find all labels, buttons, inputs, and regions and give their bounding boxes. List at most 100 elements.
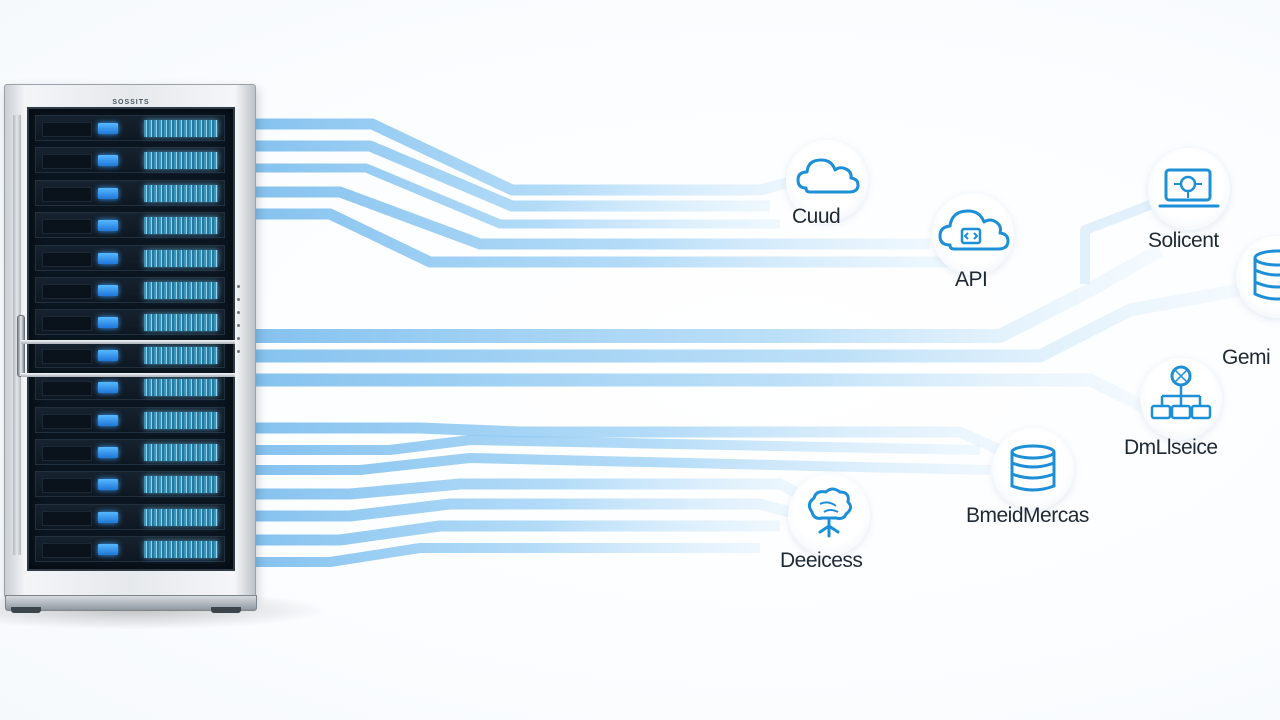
server-unit bbox=[35, 115, 225, 141]
node-label-cloud: Cuud bbox=[792, 205, 841, 228]
flow-line-mid-3 bbox=[255, 373, 1153, 416]
flow-line-api-1 bbox=[255, 186, 930, 250]
server-unit bbox=[35, 471, 225, 498]
status-led bbox=[98, 252, 118, 264]
server-unit bbox=[35, 309, 225, 336]
flow-line-cloud-1 bbox=[255, 118, 807, 196]
status-led bbox=[98, 414, 118, 426]
drive-slot bbox=[42, 413, 92, 429]
flow-line-low-4 bbox=[255, 453, 991, 475]
drive-slot bbox=[42, 543, 92, 559]
drive-slot bbox=[42, 154, 92, 170]
rack-door-handle bbox=[17, 315, 25, 377]
server-unit bbox=[35, 536, 225, 563]
node-gemi bbox=[1236, 236, 1280, 318]
server-unit bbox=[35, 406, 225, 433]
drive-bays bbox=[144, 120, 218, 137]
status-led bbox=[98, 317, 118, 329]
drive-bays bbox=[144, 346, 218, 364]
node-label-solicent: Solicent bbox=[1148, 229, 1219, 252]
rack-label: SOSSITS bbox=[112, 99, 150, 106]
rack-cabinet bbox=[27, 107, 235, 571]
status-led bbox=[98, 479, 118, 491]
database-icon bbox=[1253, 249, 1280, 301]
drive-bays bbox=[144, 379, 218, 397]
drive-slot bbox=[42, 251, 92, 267]
node-label-dmllseice: DmLlseice bbox=[1124, 436, 1218, 459]
flow-line-low-3 bbox=[255, 435, 981, 455]
drive-slot bbox=[42, 219, 92, 235]
node-cloud bbox=[786, 140, 868, 222]
status-led bbox=[98, 544, 118, 556]
rack-crossbar bbox=[21, 373, 235, 377]
server-unit bbox=[35, 147, 225, 174]
server-unit bbox=[35, 439, 225, 465]
server-unit bbox=[35, 503, 225, 530]
status-led bbox=[98, 155, 118, 167]
node-api bbox=[932, 193, 1014, 275]
node-dmllseice bbox=[1140, 358, 1222, 440]
server-unit bbox=[35, 179, 225, 206]
status-led bbox=[98, 447, 118, 458]
drive-bays bbox=[144, 508, 218, 526]
drive-bays bbox=[144, 541, 218, 559]
laptop-network-icon bbox=[1158, 168, 1220, 208]
status-led bbox=[98, 187, 118, 199]
drive-slot bbox=[42, 316, 92, 332]
rack-vent-dots bbox=[237, 285, 241, 375]
drive-bays bbox=[144, 282, 218, 299]
node-label-api: API bbox=[955, 268, 988, 291]
drive-bays bbox=[144, 184, 218, 202]
drive-slot bbox=[42, 381, 92, 397]
node-bmeidmercas bbox=[992, 428, 1074, 510]
status-led bbox=[98, 382, 118, 394]
rack-foot bbox=[11, 607, 41, 613]
flow-line-mid-1 bbox=[255, 243, 1164, 343]
cloud-code-icon bbox=[938, 209, 1010, 251]
flow-line-low-7 bbox=[255, 520, 780, 546]
drive-slot bbox=[42, 510, 92, 526]
rack-foot bbox=[211, 607, 241, 613]
drive-bays bbox=[144, 476, 218, 494]
flow-line-cloud-3 bbox=[255, 163, 780, 229]
node-label-gemi: Gemi bbox=[1222, 346, 1271, 369]
drive-slot bbox=[42, 446, 92, 461]
rack-base bbox=[5, 595, 257, 611]
flow-line-low-6 bbox=[255, 498, 802, 522]
brain-tree-icon bbox=[807, 487, 853, 538]
node-label-deeicess: Deeicess bbox=[780, 549, 863, 572]
status-led bbox=[98, 220, 118, 232]
node-solicent bbox=[1148, 148, 1230, 230]
drive-bays bbox=[144, 314, 218, 332]
database-icon bbox=[1010, 444, 1056, 492]
drive-slot bbox=[42, 478, 92, 494]
flow-line-side bbox=[1080, 200, 1152, 284]
flow-line-low-8 bbox=[255, 543, 760, 567]
server-unit bbox=[35, 212, 225, 239]
server-rack: SOSSITS bbox=[4, 84, 257, 613]
drive-slot bbox=[42, 284, 92, 299]
status-led bbox=[98, 511, 118, 523]
cloud-icon bbox=[796, 158, 860, 194]
drive-slot bbox=[42, 186, 92, 202]
status-led bbox=[98, 285, 118, 296]
flow-line-mid-2 bbox=[255, 283, 1242, 363]
drive-bays bbox=[144, 217, 218, 235]
server-unit bbox=[35, 341, 225, 368]
server-unit bbox=[35, 277, 225, 303]
flow-line-low-2 bbox=[255, 422, 1003, 456]
drive-bays bbox=[144, 249, 218, 267]
drive-bays bbox=[144, 444, 218, 461]
rack-crossbar bbox=[21, 340, 235, 344]
node-label-bmeidmercas: BmeidMercas bbox=[966, 504, 1089, 527]
node-deeicess bbox=[788, 474, 870, 556]
flow-line-low-5 bbox=[255, 478, 813, 505]
status-led bbox=[98, 123, 118, 134]
network-hierarchy-icon bbox=[1150, 365, 1212, 420]
server-unit bbox=[35, 244, 225, 271]
flow-line-cloud-2 bbox=[255, 140, 770, 212]
drive-slot bbox=[42, 348, 92, 364]
drive-slot bbox=[42, 122, 92, 137]
